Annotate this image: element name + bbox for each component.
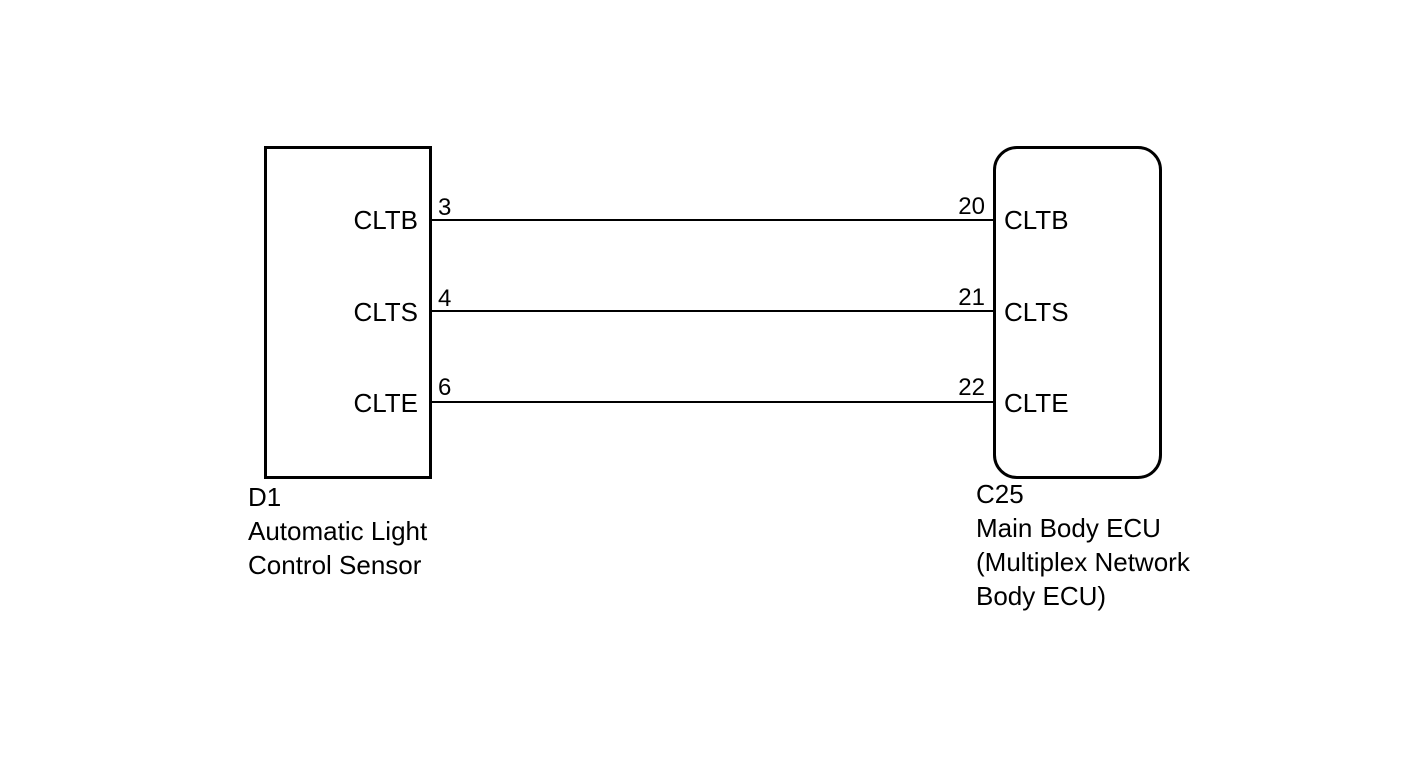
wire-clte — [429, 401, 993, 403]
left-pin-number-6: 6 — [438, 374, 452, 401]
right-pin-name-cltb: CLTB — [1004, 205, 1069, 235]
sensor-name-line1: Automatic Light — [248, 516, 428, 546]
left-pin-name-clte: CLTE — [353, 388, 418, 418]
left-pin-number-3: 3 — [438, 194, 452, 221]
left-pin-name-clts: CLTS — [353, 297, 418, 327]
ecu-name-line3: Body ECU) — [976, 581, 1107, 611]
left-pin-number-4: 4 — [438, 285, 452, 312]
wire-clts — [429, 310, 993, 312]
right-pin-number-20: 20 — [958, 193, 985, 220]
ecu-name-line1: Main Body ECU — [976, 513, 1161, 543]
ecu-name-line2: (Multiplex Network — [976, 547, 1190, 577]
right-pin-name-clte: CLTE — [1004, 388, 1069, 418]
sensor-name-line2: Control Sensor — [248, 550, 422, 580]
sensor-caption: D1 Automatic Light Control Sensor — [248, 480, 427, 582]
ecu-code: C25 — [976, 479, 1024, 509]
right-pin-number-22: 22 — [958, 374, 985, 401]
wire-cltb — [429, 219, 993, 221]
ecu-caption: C25 Main Body ECU (Multiplex Network Bod… — [976, 477, 1190, 613]
ecu-connector-box — [993, 146, 1162, 479]
sensor-connector-box — [264, 146, 432, 479]
left-pin-name-cltb: CLTB — [353, 205, 418, 235]
right-pin-name-clts: CLTS — [1004, 297, 1069, 327]
right-pin-number-21: 21 — [958, 284, 985, 311]
sensor-code: D1 — [248, 482, 282, 512]
